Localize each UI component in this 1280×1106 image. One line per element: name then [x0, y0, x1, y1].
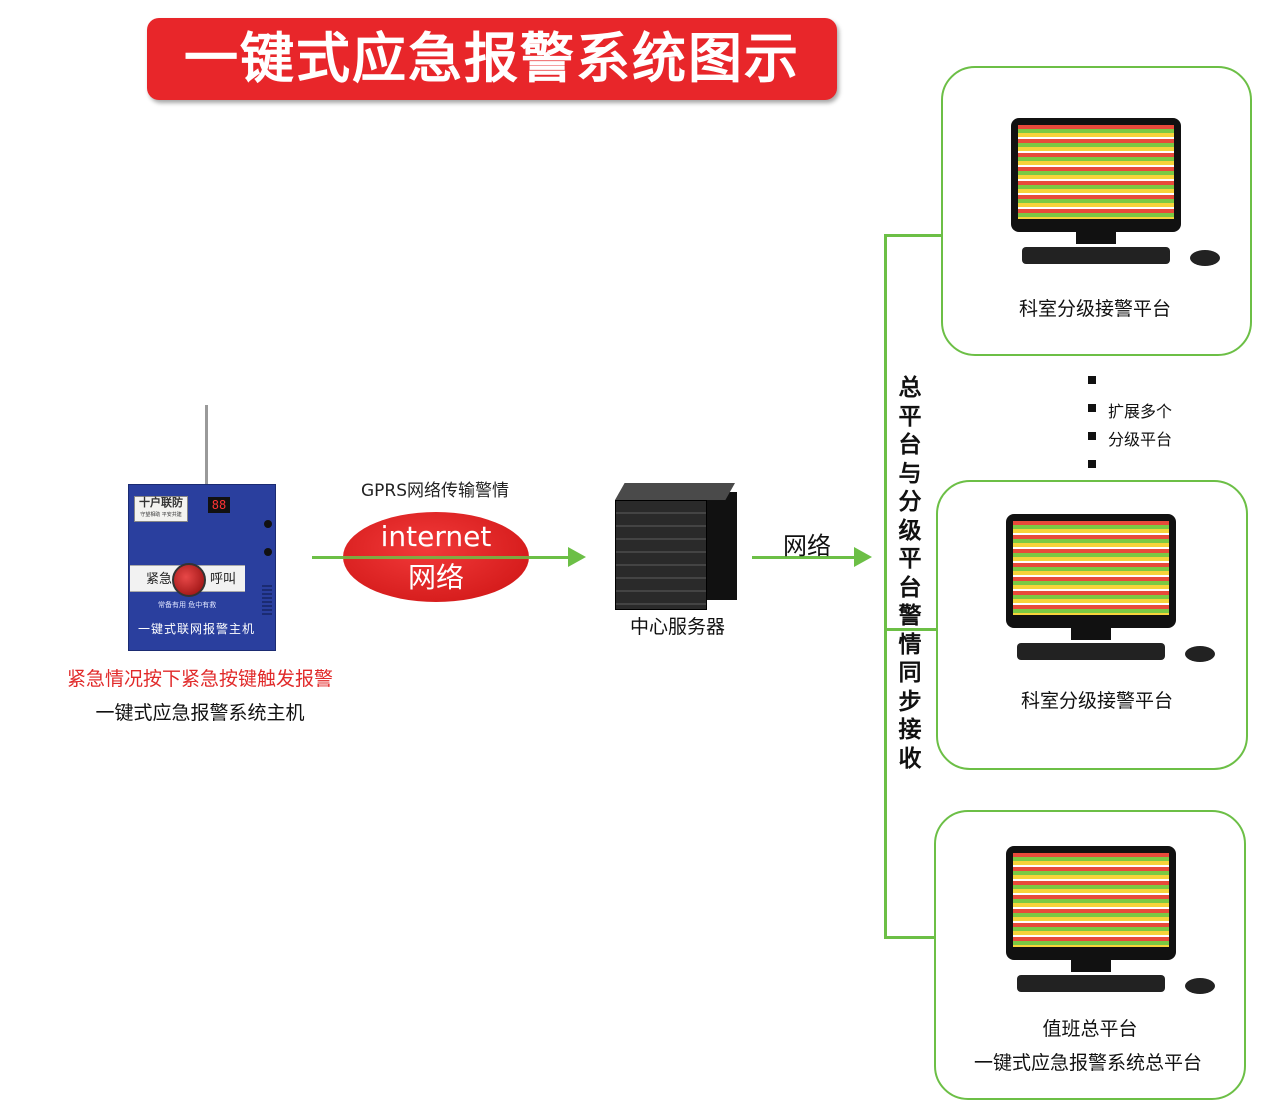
- device-name: 一键式联网报警主机: [138, 622, 256, 636]
- bullet-icon: [1088, 432, 1096, 440]
- branch-line: [884, 628, 938, 631]
- bus-line: [884, 234, 887, 938]
- title-banner: [147, 18, 837, 100]
- keyboard-icon: [1017, 643, 1165, 660]
- device-slogan: 常备有用 危中有救: [158, 601, 217, 609]
- server-icon: [615, 500, 707, 610]
- connector-line: [343, 556, 529, 559]
- mouse-icon: [1185, 978, 1215, 994]
- monitor-stand: [1071, 628, 1111, 640]
- device-emergency-label: 紧急: [146, 572, 173, 587]
- trigger-caption: 紧急情况按下紧急按键触发报警: [66, 668, 333, 690]
- keyboard-icon: [1022, 247, 1170, 264]
- connector-line: [752, 556, 856, 559]
- arrow-icon: [854, 547, 872, 567]
- platform-label-2: 科室分级接警平台: [1020, 690, 1173, 712]
- device-call-label: 呼叫: [210, 572, 237, 587]
- monitor-stand: [1071, 960, 1111, 972]
- branch-line: [884, 936, 936, 939]
- page-title: 一键式应急报警系统图示: [184, 27, 800, 90]
- server-label: 中心服务器: [629, 616, 725, 638]
- arrow-icon: [568, 547, 586, 567]
- platform-sublabel-3: 一键式应急报警系统总平台: [973, 1052, 1202, 1074]
- host-caption: 一键式应急报警系统主机: [95, 702, 305, 724]
- emergency-button-icon: [172, 563, 206, 597]
- extend-text-1: 扩展多个: [1108, 402, 1173, 421]
- mouse-icon: [1190, 250, 1220, 266]
- internet-cn-label: 网络: [407, 561, 464, 594]
- platform-label-3: 值班总平台: [1042, 1018, 1138, 1040]
- device-plate: 十户联防 守望相助 平安共建: [134, 496, 188, 522]
- monitor-screen: [1018, 125, 1174, 219]
- bullet-icon: [1088, 460, 1096, 468]
- monitor-screen: [1013, 853, 1169, 947]
- server-side: [705, 492, 737, 600]
- branch-line: [884, 234, 942, 237]
- extend-text-2: 分级平台: [1108, 430, 1173, 449]
- keyboard-icon: [1017, 975, 1165, 992]
- antenna: [205, 405, 208, 487]
- device-plate-sub: 守望相助 平安共建: [140, 512, 182, 518]
- bullet-icon: [1088, 376, 1096, 384]
- bullet-icon: [1088, 404, 1096, 412]
- side-port-icon: [264, 520, 272, 528]
- monitor-screen: [1013, 521, 1169, 615]
- server-top: [615, 483, 735, 500]
- sync-vertical-text: 总平台与分级平台警情同步接收: [898, 375, 922, 772]
- internet-label: internet: [380, 520, 492, 553]
- monitor-stand: [1076, 232, 1116, 244]
- device-plate-title: 十户联防: [139, 496, 183, 509]
- side-port-icon: [264, 548, 272, 556]
- mouse-icon: [1185, 646, 1215, 662]
- speaker-icon: [262, 585, 272, 615]
- gprs-label: GPRS网络传输警情: [360, 481, 510, 501]
- network-label: 网络: [783, 532, 831, 560]
- platform-label-1: 科室分级接警平台: [1018, 298, 1171, 320]
- device-digit-display: 88: [208, 497, 230, 513]
